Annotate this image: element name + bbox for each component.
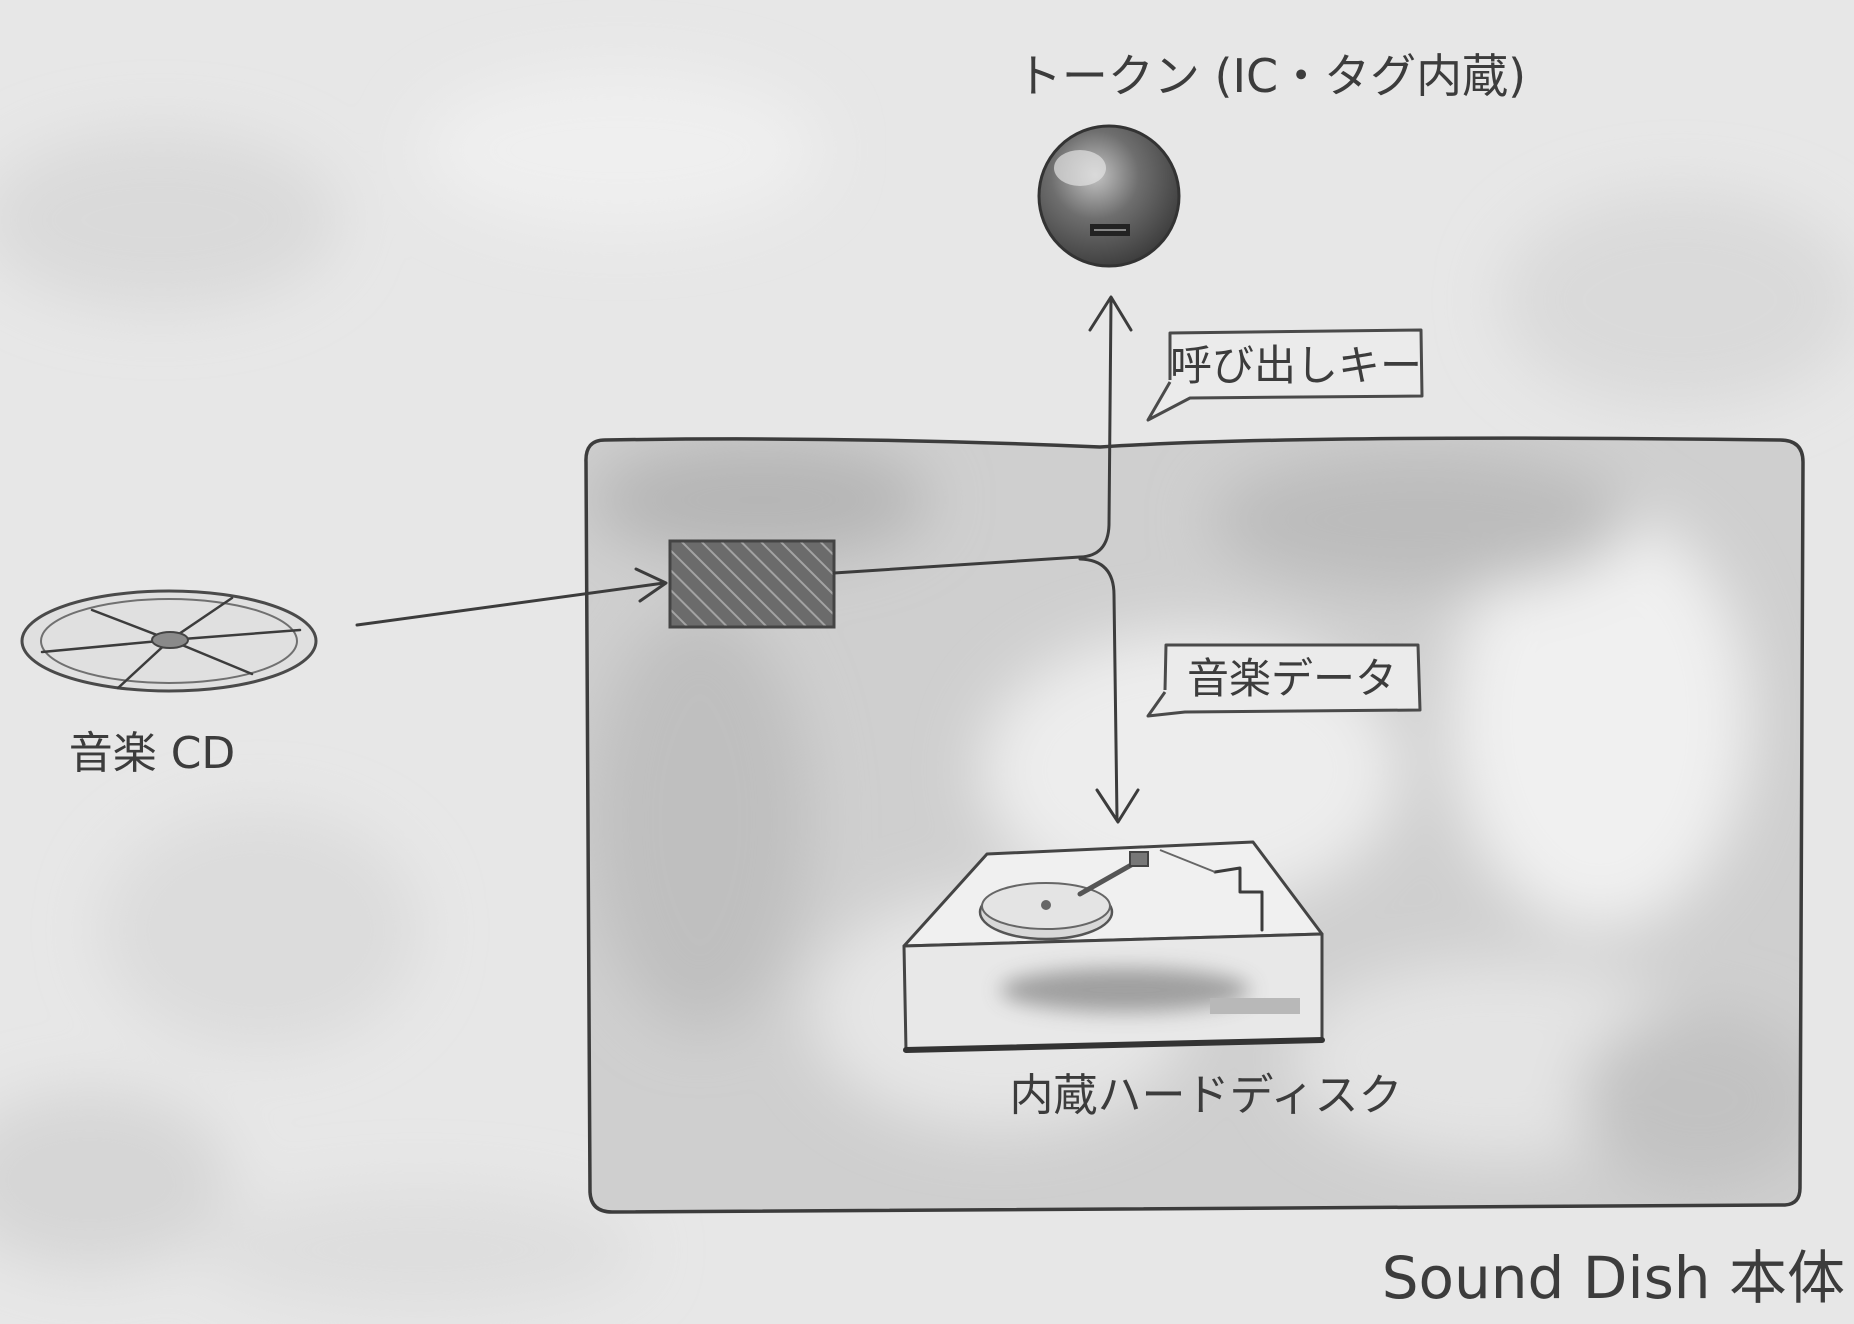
paper-smudge: [1500, 190, 1854, 410]
hdd-arm-pivot: [1130, 852, 1148, 866]
cd-label: 音楽 CD: [69, 728, 236, 779]
callout-call-key-label: 呼び出しキー: [1170, 341, 1422, 390]
cd-icon: [22, 591, 316, 691]
paper-smudge: [420, 70, 820, 230]
paper-smudge: [200, 1190, 640, 1310]
token-ball-icon: [1039, 126, 1179, 266]
body-label: Sound Dish 本体: [1382, 1244, 1845, 1312]
token-ball: [1039, 126, 1179, 266]
callout-music-data: 音楽データ: [1148, 645, 1420, 716]
cd-drive-slot-icon: [670, 541, 834, 627]
paper-smudge: [100, 810, 420, 1050]
wash-dark: [1210, 450, 1630, 590]
token-label: トークン (IC・タグ内蔵): [1016, 49, 1526, 103]
callout-music-data-label: 音楽データ: [1187, 654, 1397, 703]
hdd-label-sticker: [1210, 998, 1300, 1014]
token-highlight: [1054, 150, 1106, 186]
wash-dark: [590, 610, 810, 1030]
hdd-label: 内蔵ハードディスク: [1010, 1070, 1403, 1121]
hdd-spindle: [1041, 900, 1051, 910]
wash-dark: [1580, 1010, 1820, 1190]
cd-center-hole: [152, 632, 188, 648]
